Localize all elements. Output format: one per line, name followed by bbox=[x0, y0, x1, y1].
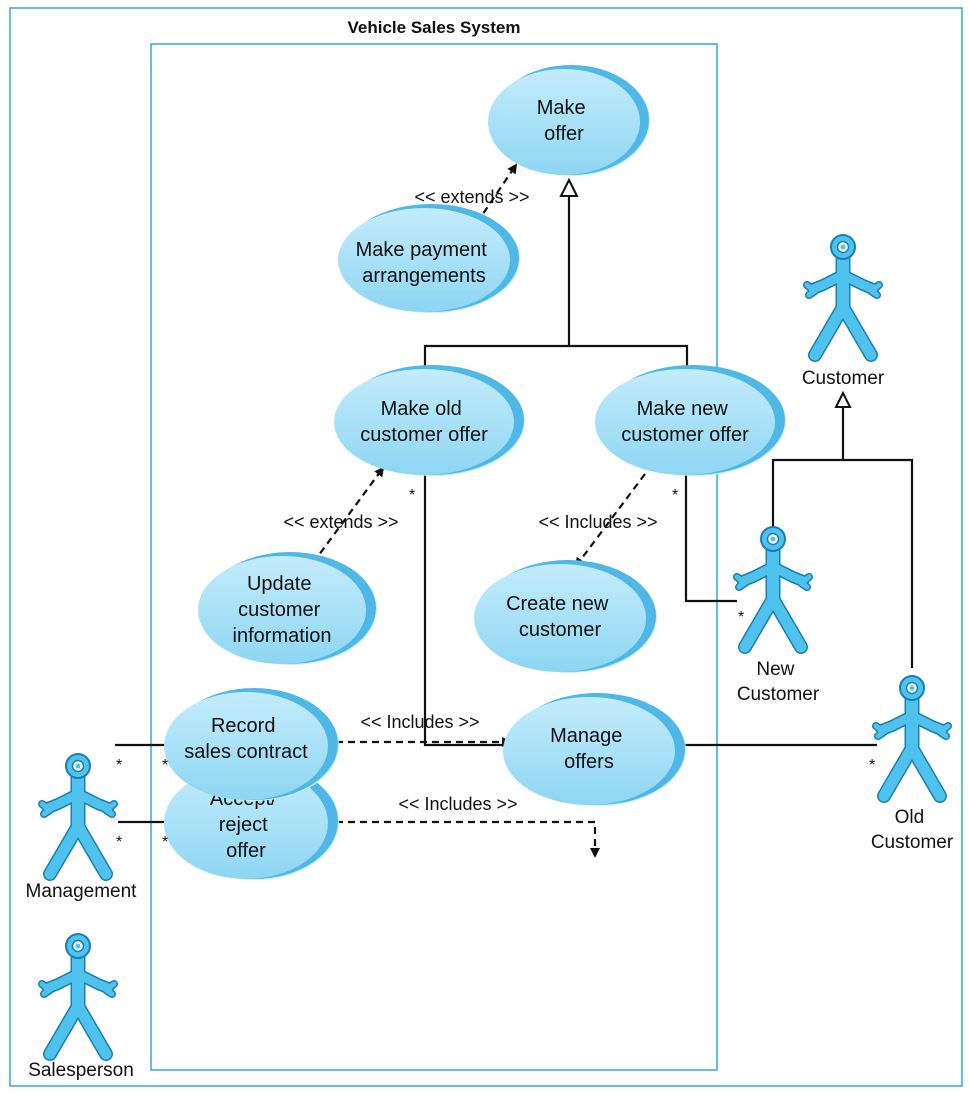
create-new-customer-label: Create new customer bbox=[506, 593, 614, 641]
use-case-make-old-offer: Make old customer offer bbox=[334, 365, 525, 476]
manage-offers-label: Manage offers bbox=[550, 725, 628, 773]
assoc-old-customer bbox=[423, 470, 877, 747]
use-case-update-info: Update customer information bbox=[198, 552, 377, 665]
make-old-offer-label: Make old customer offer bbox=[360, 398, 488, 446]
system-boundary bbox=[150, 43, 718, 1071]
customer-actor-icon bbox=[803, 234, 883, 362]
old-customer-label: Old Customer bbox=[871, 807, 954, 853]
use-case-manage-offers: Manage offers bbox=[503, 693, 686, 806]
update-info-label: Update customer information bbox=[233, 573, 332, 647]
use-case-make-offer: Make offer bbox=[488, 65, 650, 176]
use-case-record-contract: Record sales contract bbox=[164, 688, 339, 801]
new-customer-label: New Customer bbox=[737, 659, 820, 705]
salesperson-label: Salesperson bbox=[28, 1060, 134, 1081]
salesperson-actor-icon bbox=[38, 933, 118, 1061]
mult-management: * bbox=[116, 834, 122, 851]
extends-payment-label: << extends >> bbox=[414, 187, 529, 207]
mult-old-customer: * bbox=[869, 757, 875, 774]
includes-accept-label: << Includes >> bbox=[398, 794, 517, 814]
includes-create-label: << Includes >> bbox=[538, 512, 657, 532]
management-actor-icon bbox=[38, 753, 118, 881]
mult-new-offer: * bbox=[672, 487, 678, 504]
new-customer-actor-icon bbox=[733, 526, 813, 654]
management-label: Management bbox=[26, 881, 138, 902]
generalization-offers bbox=[423, 177, 689, 373]
customer-label: Customer bbox=[802, 368, 885, 389]
use-case-make-new-offer: Make new customer offer bbox=[595, 365, 786, 476]
mult-old-offer: * bbox=[409, 487, 415, 504]
mult-new-customer: * bbox=[738, 609, 744, 626]
make-payment-label: Make payment arrangements bbox=[356, 239, 493, 287]
record-contract-label: Record sales contract bbox=[184, 715, 308, 763]
includes-record-label: << Includes >> bbox=[360, 712, 479, 732]
system-title: Vehicle Sales System bbox=[348, 18, 521, 37]
includes-accept-arrow bbox=[336, 820, 600, 858]
generalization-customer bbox=[771, 390, 914, 668]
mult-salesperson: * bbox=[116, 757, 122, 774]
extends-update-arrow bbox=[312, 466, 385, 564]
make-offer-label: Make offer bbox=[537, 97, 591, 145]
extends-update-label: << extends >> bbox=[283, 512, 398, 532]
use-case-create-new-customer: Create new customer bbox=[474, 560, 657, 673]
assoc-new-customer bbox=[684, 470, 737, 603]
old-customer-actor-icon bbox=[872, 675, 952, 803]
outer-frame bbox=[9, 7, 963, 1087]
use-case-make-payment: Make payment arrangements bbox=[338, 204, 520, 313]
mult-accept: * bbox=[162, 834, 168, 851]
mult-record: * bbox=[162, 757, 168, 774]
make-new-offer-label: Make new customer offer bbox=[621, 398, 749, 446]
